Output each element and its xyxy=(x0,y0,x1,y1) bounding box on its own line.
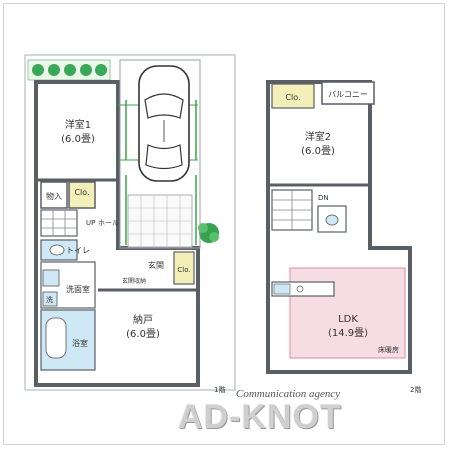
room2-size: (6.0畳) xyxy=(301,145,335,157)
closet-nando-label: Clo. xyxy=(177,266,190,274)
balcony xyxy=(321,81,375,105)
ldk-size: (14.9畳) xyxy=(328,327,368,339)
brand-logo: AD-KNOT xyxy=(178,398,342,436)
entry-tile-floor xyxy=(127,194,193,248)
nando-name: 納戸 xyxy=(133,313,153,326)
bath-label: 浴室 xyxy=(72,338,88,348)
hedge-plants xyxy=(27,59,111,81)
closet-nando xyxy=(173,251,195,285)
floor1-label: 1階 xyxy=(214,385,225,394)
site-outline xyxy=(24,54,236,391)
bathtub-icon xyxy=(45,317,67,359)
garden-tree-icon xyxy=(198,223,219,243)
stairs-up-label: UP xyxy=(86,219,95,227)
closet-room2 xyxy=(271,83,315,109)
stove-icon xyxy=(296,285,304,293)
hall-label: ホール xyxy=(98,219,119,227)
stairs-down-label: DN xyxy=(318,194,329,202)
stairs-floor2 xyxy=(271,189,313,231)
closet-room1-label: Clo. xyxy=(74,188,89,197)
storage-label: 物入 xyxy=(46,191,62,201)
toilet-floor2-icon xyxy=(325,214,339,226)
brand-tagline: Communication agency xyxy=(236,388,341,400)
shoe-storage-label: 玄関収納 xyxy=(122,277,146,285)
floor-1-plan: 洋室1 (6.0畳) 物入 Clo. UP ホール トイレ 洗面室 洗 xyxy=(24,54,236,394)
kitchen-sink-icon xyxy=(273,283,291,295)
floor-2-plan: バルコニー Clo. 洋室2 (6.0畳) DN LDK (14.9畳) 床暖房… xyxy=(266,80,421,394)
toilet-label: トイレ xyxy=(66,246,90,255)
ldk-name: LDK xyxy=(338,314,358,325)
floor-heating-label: 床暖房 xyxy=(378,345,399,354)
floor2-label: 2階 xyxy=(410,385,421,394)
closet-room2-label: Clo. xyxy=(285,93,300,102)
washer-label: 洗 xyxy=(46,295,53,304)
room2-name: 洋室2 xyxy=(305,130,331,143)
car-icon xyxy=(138,65,190,182)
balcony-label: バルコニー xyxy=(328,90,368,99)
storage-box xyxy=(40,181,68,209)
sink-icon xyxy=(42,269,60,287)
room1-name: 洋室1 xyxy=(65,118,91,131)
closet-room1 xyxy=(68,181,96,209)
room1-size: (6.0畳) xyxy=(61,133,95,145)
genkan-label: 玄関 xyxy=(148,260,164,270)
washroom-label: 洗面室 xyxy=(66,284,90,294)
nando-size: (6.0畳) xyxy=(126,328,160,340)
washer-icon xyxy=(42,291,58,307)
toilet-icon xyxy=(49,244,65,256)
stairs-floor1 xyxy=(40,209,78,237)
